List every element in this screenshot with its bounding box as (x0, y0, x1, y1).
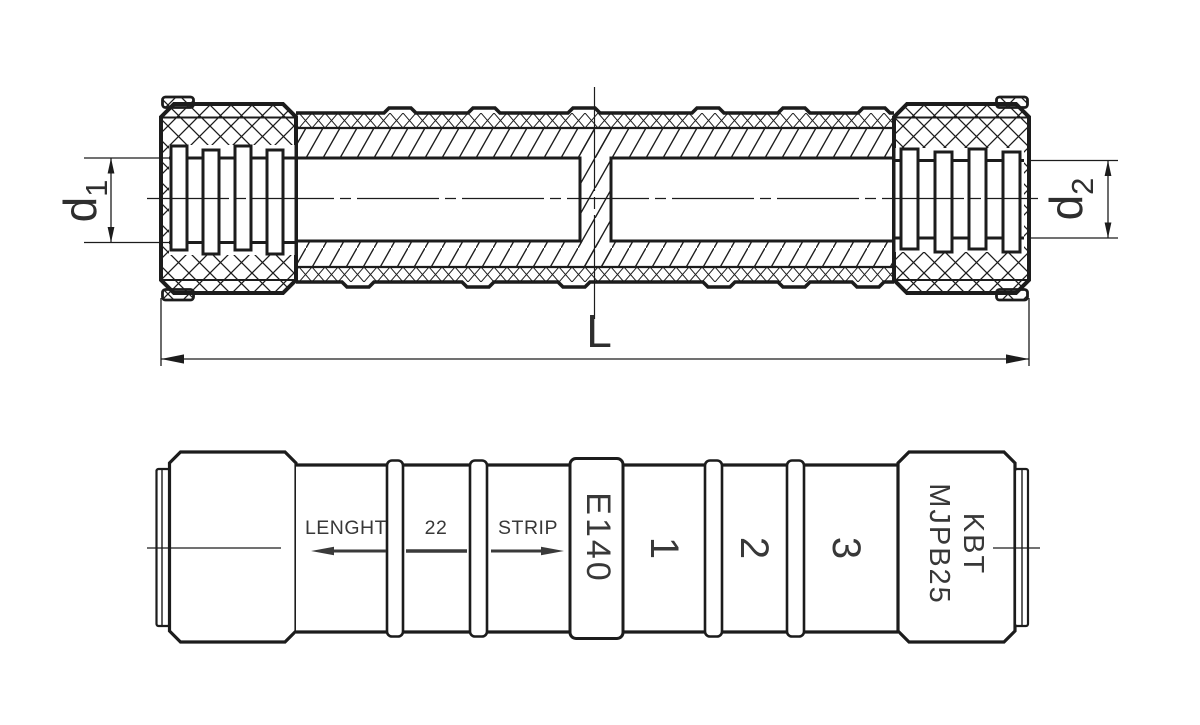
lenght-text: LENGHT (305, 517, 387, 539)
side-right-cap (896, 450, 1017, 644)
strip-text: STRIP (498, 517, 558, 539)
d1-extension-lines (84, 157, 169, 244)
step3-text: 3 (824, 537, 868, 559)
rib-ring (703, 459, 724, 638)
d1-dimension: d1 (54, 157, 169, 244)
left-nut-collar-bottom (161, 288, 195, 302)
length-arrow-left-icon (161, 354, 184, 364)
d2-label: d2 (1040, 178, 1100, 221)
seal-rib (201, 148, 221, 256)
body-outline-bottom (296, 280, 894, 289)
seal-rib (1001, 150, 1022, 254)
brand-line1-text: KBT (957, 513, 989, 575)
left-nut-face-lines (162, 116, 295, 281)
side-view-group: LENGHT 22 STRIP E140 1 2 3 KBTMJPB25 (147, 450, 1040, 644)
bore-right (609, 156, 896, 243)
brand-line2-text: MJPB25 (923, 483, 955, 605)
d2-extension-lines (1029, 159, 1118, 239)
e140-band (568, 457, 625, 640)
bore-left (294, 156, 582, 243)
strip-markings: LENGHT 22 STRIP (305, 517, 564, 556)
right-nut-collar-top (995, 95, 1029, 109)
length-dimension: L (160, 298, 1030, 366)
right-nut-face-lines (895, 116, 1028, 281)
side-left-cap (167, 450, 298, 644)
left-coupling-nut (159, 95, 298, 302)
e140-text: E140 (579, 492, 617, 583)
center-divider (580, 128, 611, 267)
rib-ring (468, 459, 489, 638)
length-extension-lines (160, 298, 1030, 366)
seal-rib (933, 150, 954, 254)
d2-arrow-up-icon (1104, 160, 1112, 176)
step1-text: 1 (642, 537, 686, 559)
d1-arrow-up-icon (107, 158, 115, 174)
section-view-group: d1 d2 L (54, 87, 1118, 366)
length-arrow-right-icon (1006, 354, 1029, 364)
rib-ring (785, 459, 806, 638)
body-outline-top (296, 106, 894, 115)
length-label: L (586, 305, 612, 357)
right-nut-collar-bottom (995, 288, 1029, 302)
d1-label: d1 (54, 180, 114, 223)
seal-rib (265, 148, 285, 256)
lenght-arrow-left-icon (311, 546, 334, 556)
strip-value-text: 22 (425, 517, 448, 539)
d2-arrow-down-icon (1104, 222, 1112, 238)
d1-arrow-down-icon (107, 227, 115, 243)
brand-text: KBTMJPB25 (923, 483, 989, 605)
step2-text: 2 (732, 537, 776, 559)
rib-ring (385, 459, 405, 638)
d2-dimension: d2 (1029, 159, 1118, 239)
left-nut-collar-top (161, 95, 195, 109)
strip-arrow-right-icon (541, 546, 564, 556)
